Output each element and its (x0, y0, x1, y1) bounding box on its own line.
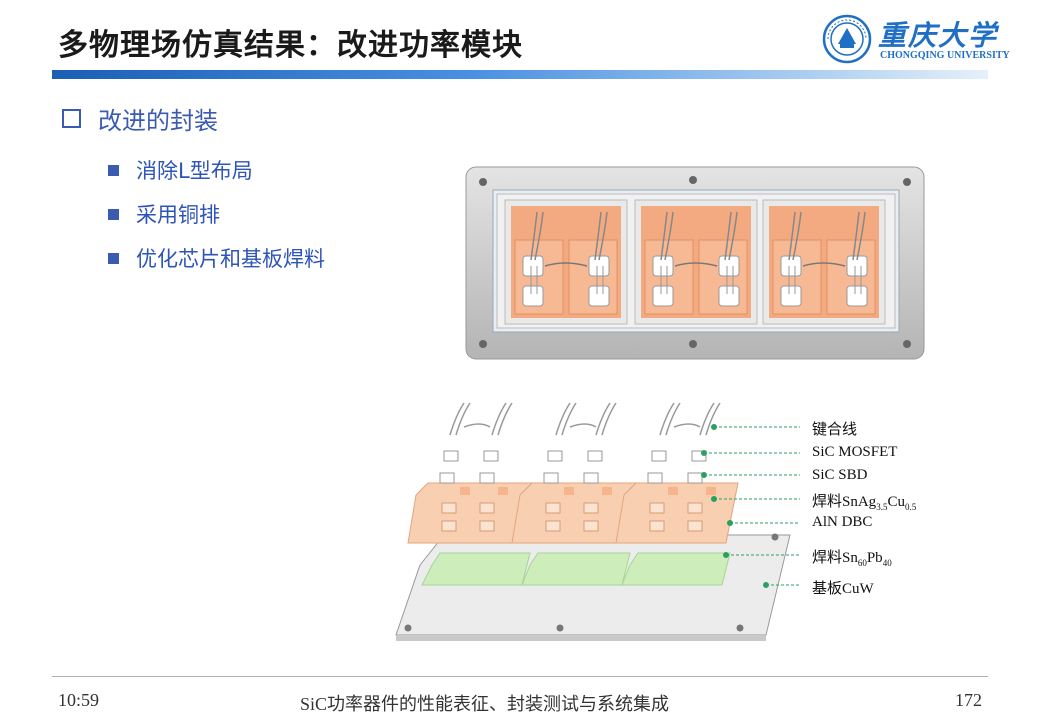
footer-divider (52, 676, 988, 677)
logo-english-name: CHONGQING UNIVERSITY (880, 50, 1010, 61)
square-bullet-icon (108, 252, 119, 264)
bullet-item: 优化芯片和基板焊料 (108, 236, 325, 280)
label-aln-dbc: AlN DBC (812, 514, 873, 530)
label-bond-wire: 键合线 (812, 422, 858, 438)
label-sic-mosfet: SiC MOSFET (812, 444, 898, 460)
title-underline-bar (52, 70, 988, 79)
bullet-list: 消除L型布局 采用铜排 优化芯片和基板焊料 (108, 148, 325, 280)
bullet-item: 消除L型布局 (108, 148, 325, 192)
square-bullet-icon (108, 164, 119, 176)
section-title: 改进的封装 (98, 107, 218, 135)
bullet-text: 消除L型布局 (136, 159, 253, 183)
label-solder-snagcu: 焊料SnAg3.5Cu0.5 (812, 494, 917, 512)
checkbox-bullet-icon (62, 109, 81, 128)
page-title: 多物理场仿真结果：改进功率模块 (58, 28, 523, 63)
label-baseplate-cuw: 基板CuW (812, 581, 874, 597)
university-logo: 重庆大学 CHONGQING UNIVERSITY (822, 12, 1010, 66)
bullet-text: 优化芯片和基板焊料 (136, 247, 325, 271)
bullet-item: 采用铜排 (108, 192, 325, 236)
module-top-view-diagram (463, 164, 929, 368)
bullet-text: 采用铜排 (136, 203, 220, 227)
footer-course-title: SiC功率器件的性能表征、封装测试与系统集成 (300, 694, 670, 714)
module-exploded-view-diagram (380, 395, 808, 649)
footer-time: 10:59 (58, 690, 100, 710)
logo-chinese-name: 重庆大学 (878, 19, 999, 52)
label-solder-snpb: 焊料Sn60Pb40 (812, 550, 892, 568)
square-bullet-icon (108, 208, 119, 220)
footer-page-number: 172 (955, 690, 982, 710)
university-seal-icon (822, 14, 872, 64)
label-sic-sbd: SiC SBD (812, 467, 868, 483)
section-heading: 改进的封装 (62, 101, 218, 136)
